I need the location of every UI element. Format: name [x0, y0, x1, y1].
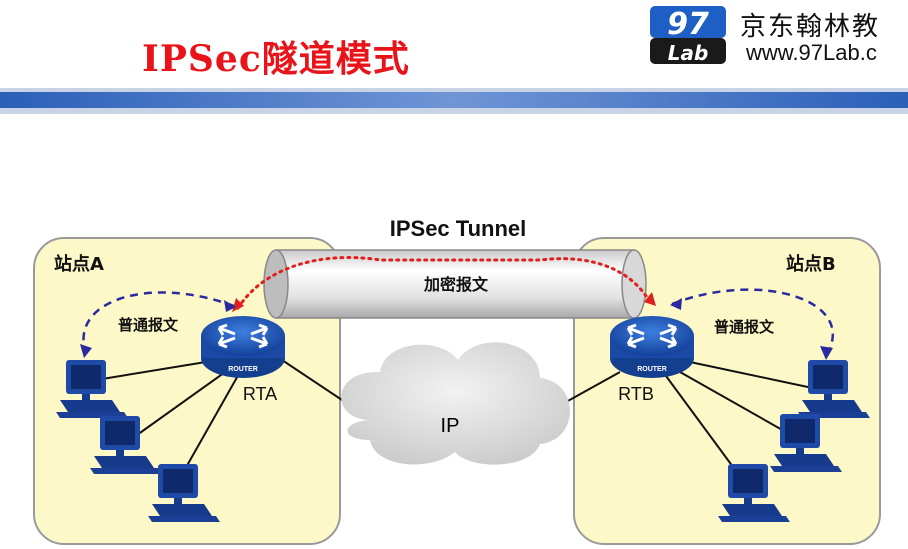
- links: [95, 359, 823, 491]
- site-b-flow-arrow-bottom: [820, 346, 833, 360]
- cloud-label: IP: [441, 415, 460, 437]
- site-b-flow-arrow-top: [670, 298, 682, 310]
- encrypted-arrow-right: [644, 292, 656, 306]
- site-a-flow: [82, 291, 235, 355]
- router-a-badge: ROUTER: [228, 366, 258, 373]
- site-a-flow-arrow-top: [224, 300, 236, 312]
- tunnel-title: IPSec Tunnel: [390, 216, 527, 241]
- brand-name: 京东翰林教: [740, 12, 881, 42]
- site-a-label: 站点A: [54, 253, 104, 275]
- header-band: [0, 92, 908, 108]
- router-b-label: RTB: [618, 384, 654, 404]
- router-b-badge: ROUTER: [637, 366, 667, 373]
- encrypted-path: [236, 256, 652, 310]
- brand-url: www.97Lab.c: [746, 40, 877, 65]
- tunnel-inner-label: 加密报文: [423, 275, 489, 294]
- encrypted-arrow-left: [232, 298, 244, 312]
- router-a-label: RTA: [243, 384, 277, 404]
- site-a-flow-arrow-bottom: [80, 344, 92, 358]
- cloud-icon: [341, 342, 570, 465]
- 97lab-logo: 97 Lab: [650, 6, 726, 65]
- logo-bottom-text: Lab: [668, 41, 709, 65]
- logo-top-text: 97: [667, 7, 709, 42]
- site-b-flow: [671, 288, 834, 357]
- site-b-flow-label: 普通报文: [714, 318, 775, 336]
- slide-title: IPSec隧道模式: [142, 38, 410, 80]
- site-a-flow-label: 普通报文: [118, 316, 179, 334]
- site-b-label: 站点B: [786, 253, 836, 275]
